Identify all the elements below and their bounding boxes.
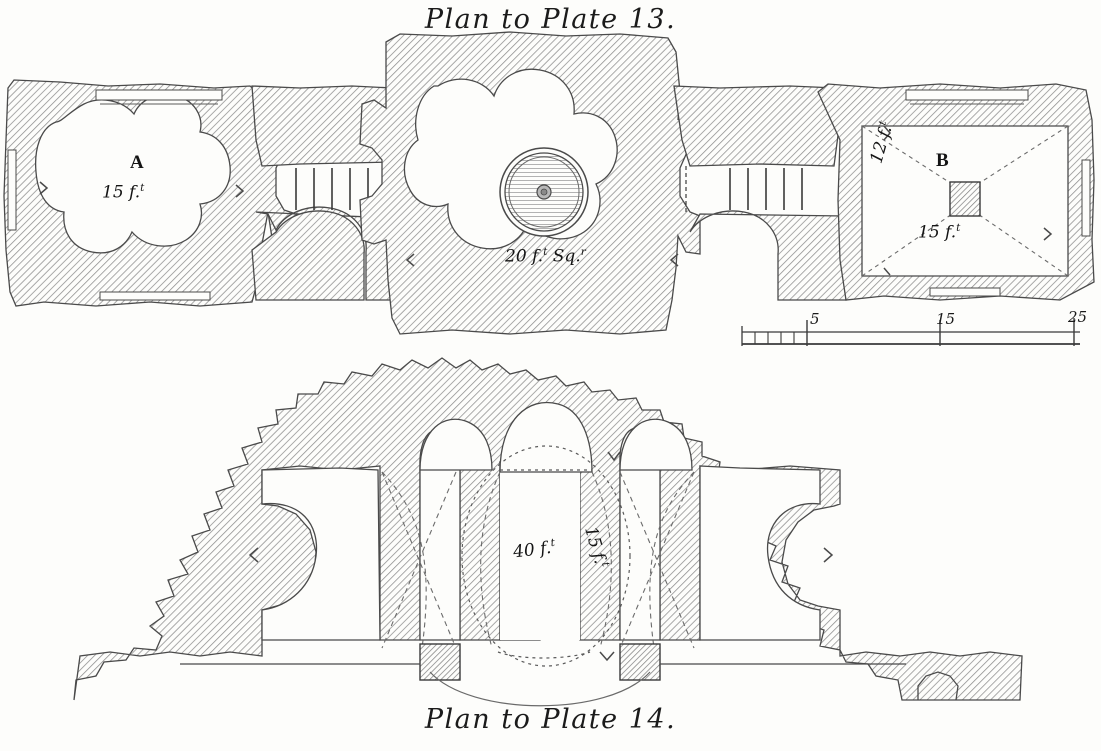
central-pavilion [359, 31, 701, 335]
scale-label-5: 5 [810, 310, 820, 328]
room-a-pavilion [3, 79, 297, 307]
lower-plan-group [73, 357, 1023, 707]
chevron-markers-upper [39, 125, 1053, 276]
central-circular-chamber [461, 445, 631, 667]
central-rotunda-oculus [499, 147, 589, 237]
entrance-pier-right [619, 643, 661, 681]
room-b-letter: B [936, 150, 950, 171]
apse-niche-right [619, 418, 693, 471]
lower-interior-chambers [261, 427, 821, 641]
scale-label-15: 15 [936, 310, 956, 328]
scale-bar [741, 318, 1080, 346]
room-b-dimension: 15 f.t [918, 222, 961, 243]
central-room-dimension: 20 f.t Sq.r [505, 246, 586, 267]
page-title-bottom: Plan to Plate 14. [424, 704, 677, 735]
entrance-pier-left [419, 643, 461, 681]
upper-plan-group [3, 31, 1095, 335]
entrance-step [429, 671, 651, 707]
stair-left [251, 85, 395, 301]
apse-niche-left [419, 418, 493, 471]
stair-right [673, 85, 847, 301]
apse-niche-center [499, 401, 593, 473]
page-title-top: Plan to Plate 13. [424, 4, 677, 35]
room-a-dimension: 15 f.t [102, 182, 145, 203]
groin-vault-dashed-ribs [381, 471, 695, 649]
room-a-letter: A [130, 152, 145, 173]
entrance-zone [180, 643, 906, 707]
apse-niches [419, 401, 693, 473]
room-b-pavilion [817, 83, 1095, 301]
chevron-markers-lower [248, 451, 834, 662]
scale-label-25: 25 [1068, 308, 1088, 326]
